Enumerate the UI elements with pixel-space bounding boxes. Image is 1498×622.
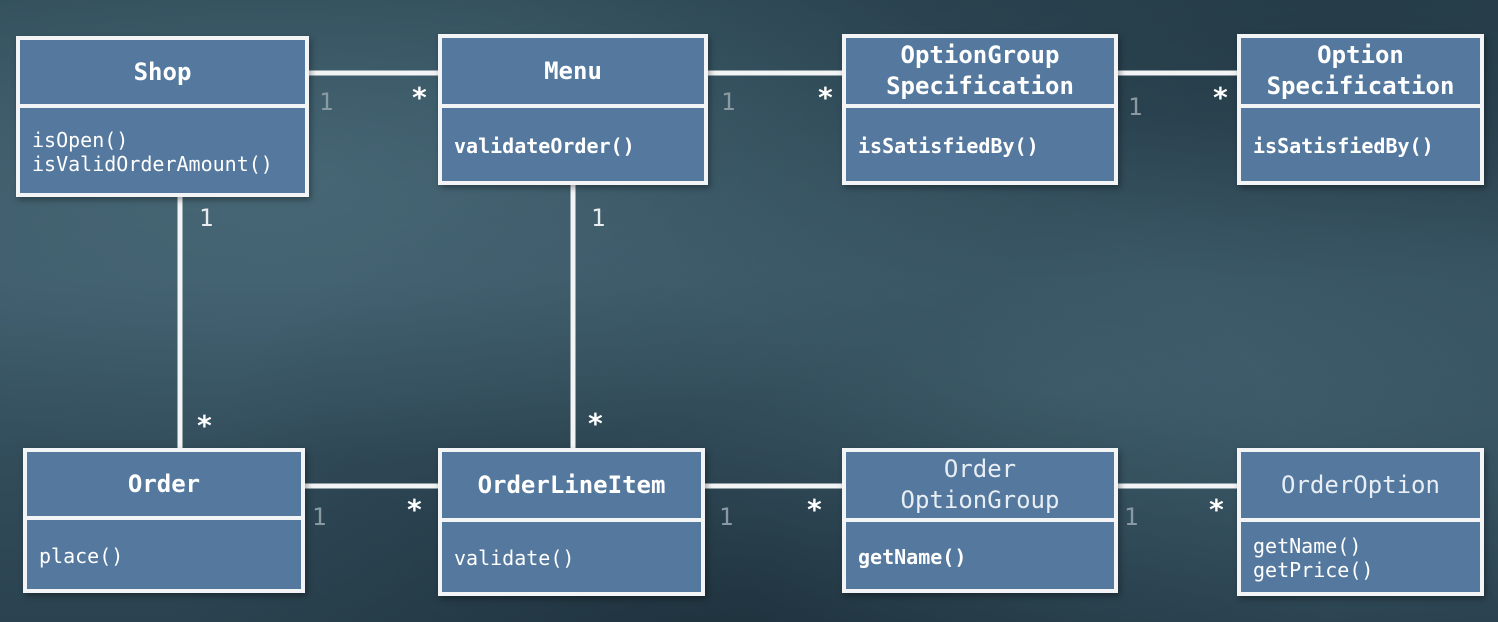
class-name-line: OptionGroup	[900, 41, 1060, 69]
multiplicity-shop-menu-to: *	[411, 81, 428, 114]
class-name-line: Specification	[1266, 72, 1455, 100]
multiplicity-optiongroupspec-optionspec-from: 1	[1128, 93, 1143, 121]
class-orderoption-operations: getName() getPrice()	[1241, 522, 1480, 592]
multiplicity-orderoptiongroup-orderoption-to: *	[1208, 493, 1225, 526]
class-name-line: Menu	[544, 56, 602, 85]
class-name-line: OrderOption	[1281, 470, 1440, 499]
class-name-line: Shop	[133, 57, 192, 86]
class-order-optiongroup-operations: getName()	[846, 522, 1114, 589]
class-order: Order place()	[23, 448, 305, 593]
class-order-name: Order	[27, 452, 301, 516]
class-order-operations: place()	[27, 520, 301, 589]
class-option-specification-operations: isSatisfiedBy()	[1241, 108, 1480, 181]
multiplicity-menu-orderlineitem-from: 1	[591, 204, 606, 232]
class-menu-name: Menu	[442, 38, 704, 104]
multiplicity-orderlineitem-orderoptiongroup-to: *	[806, 493, 823, 526]
multiplicity-menu-optiongroupspec-from: 1	[721, 88, 736, 116]
class-orderlineitem-operations: validate()	[442, 522, 701, 592]
multiplicity-menu-optiongroupspec-to: *	[817, 81, 834, 114]
class-orderoption-name: OrderOption	[1241, 452, 1480, 518]
operation: place()	[39, 543, 124, 568]
class-name-line: Order	[943, 455, 1017, 483]
class-option-specification: Option Specification isSatisfiedBy()	[1237, 34, 1484, 185]
class-menu: Menu validateOrder()	[438, 34, 708, 185]
class-name-line: OrderLineItem	[477, 470, 666, 499]
operation: getName()	[858, 544, 967, 569]
multiplicity-order-orderlineitem-to: *	[406, 493, 423, 526]
class-optiongroup-specification-name: OptionGroup Specification	[846, 38, 1114, 104]
class-shop: Shop isOpen() isValidOrderAmount()	[16, 36, 309, 197]
class-optiongroup-specification: OptionGroup Specification isSatisfiedBy(…	[842, 34, 1118, 185]
operation: isOpen()	[32, 127, 129, 152]
class-shop-name: Shop	[20, 40, 305, 104]
class-option-specification-name: Option Specification	[1241, 38, 1480, 104]
class-name-line: Specification	[886, 72, 1074, 100]
multiplicity-shop-menu-from: 1	[319, 88, 334, 116]
class-order-optiongroup-name: Order OptionGroup	[846, 452, 1114, 518]
multiplicity-menu-orderlineitem-to: *	[587, 407, 604, 440]
class-menu-operations: validateOrder()	[442, 108, 704, 181]
operation: isSatisfiedBy()	[1253, 133, 1434, 158]
class-orderlineitem-name: OrderLineItem	[442, 452, 701, 518]
multiplicity-orderlineitem-orderoptiongroup-from: 1	[719, 503, 734, 531]
class-optiongroup-specification-operations: isSatisfiedBy()	[846, 108, 1114, 181]
multiplicity-shop-order-from: 1	[199, 204, 214, 232]
class-orderoption: OrderOption getName() getPrice()	[1237, 448, 1484, 596]
class-order-optiongroup: Order OptionGroup getName()	[842, 448, 1118, 593]
class-orderlineitem: OrderLineItem validate()	[438, 448, 705, 596]
multiplicity-order-orderlineitem-from: 1	[312, 503, 327, 531]
operation: validate()	[454, 546, 575, 570]
operation: isValidOrderAmount()	[32, 151, 273, 176]
operation: getPrice()	[1253, 558, 1374, 582]
class-name-line: Order	[127, 469, 201, 498]
operation: getName()	[1253, 534, 1362, 558]
class-name-line: OptionGroup	[900, 486, 1060, 514]
operation: validateOrder()	[454, 133, 635, 158]
class-shop-operations: isOpen() isValidOrderAmount()	[20, 108, 305, 193]
class-name-line: Option	[1317, 41, 1404, 69]
multiplicity-optiongroupspec-optionspec-to: *	[1212, 81, 1229, 114]
multiplicity-orderoptiongroup-orderoption-from: 1	[1124, 503, 1139, 531]
multiplicity-shop-order-to: *	[196, 409, 213, 442]
operation: isSatisfiedBy()	[858, 133, 1039, 158]
